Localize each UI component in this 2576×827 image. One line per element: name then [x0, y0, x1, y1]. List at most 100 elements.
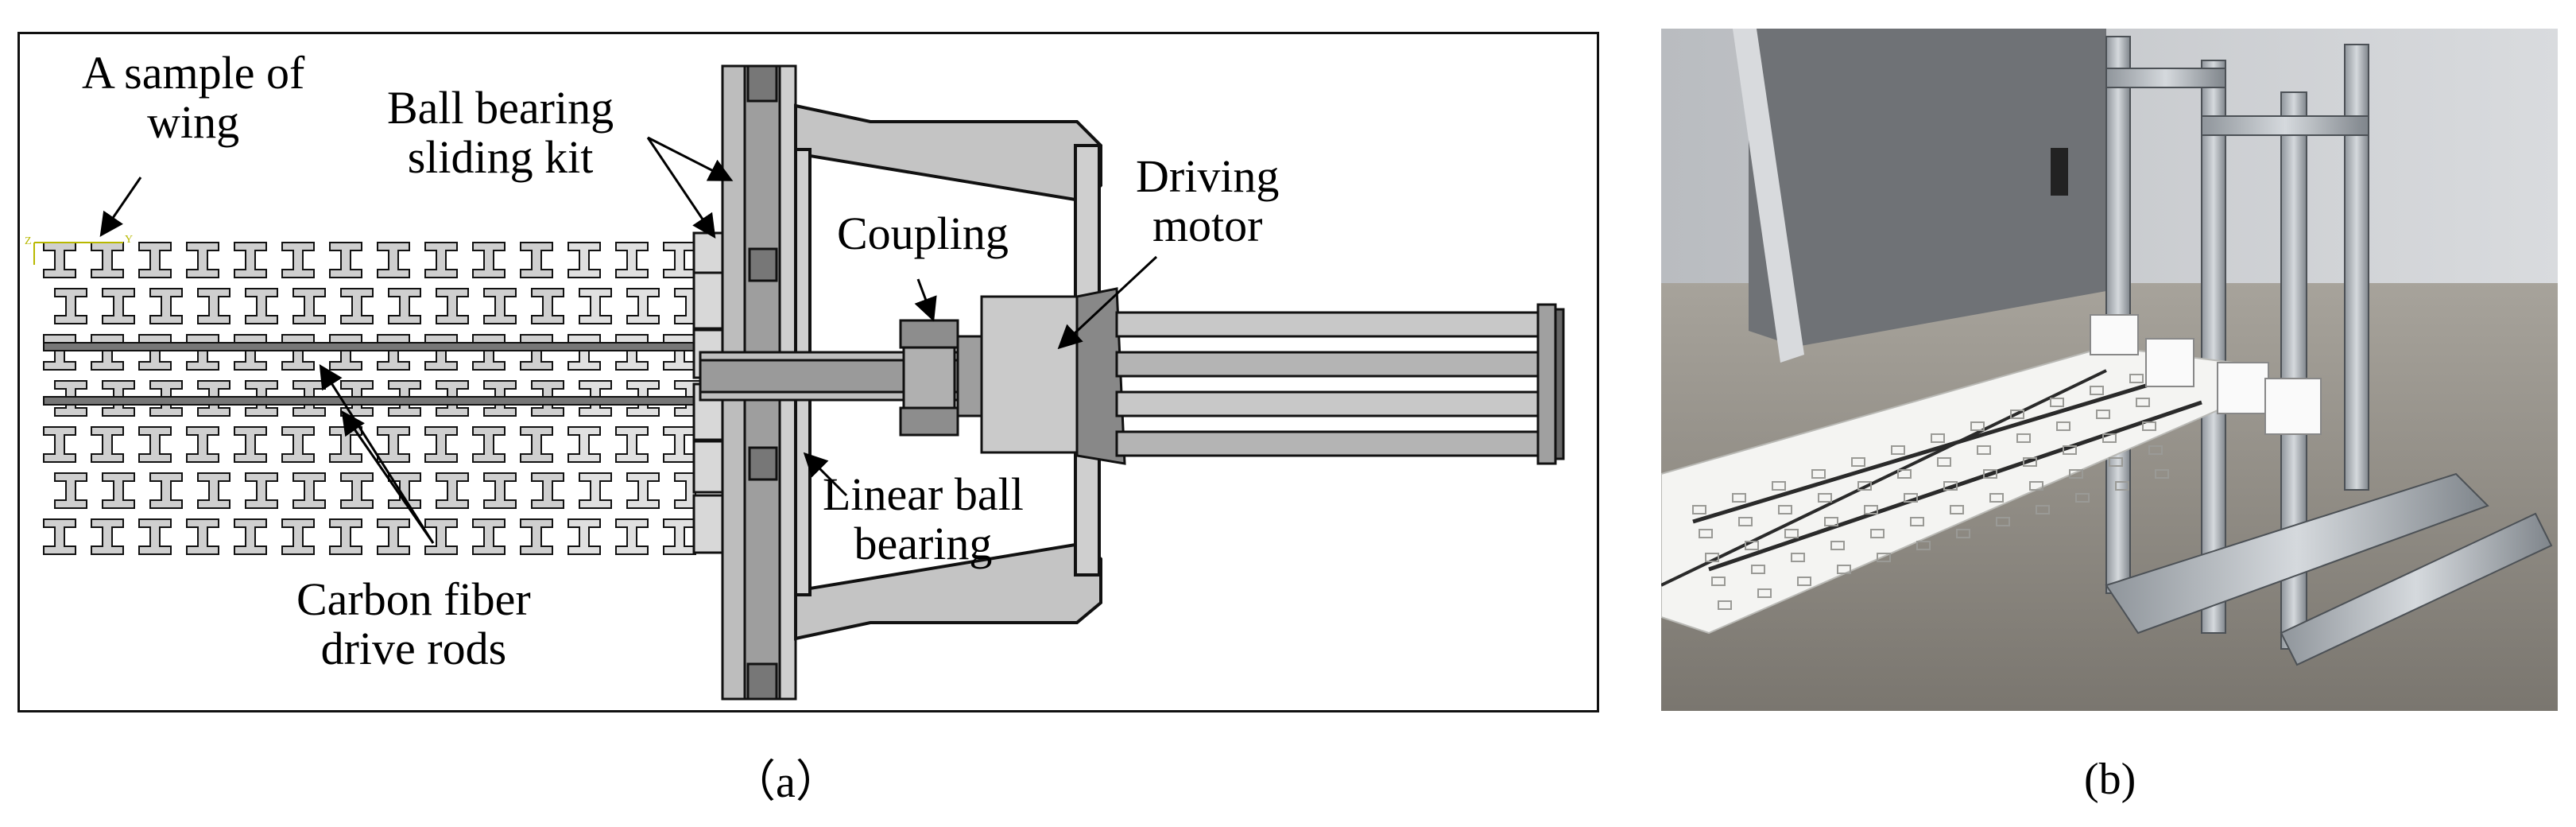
photo-wing-cell — [1837, 565, 1851, 574]
photo-wing-cell — [1891, 445, 1905, 455]
coupling — [899, 319, 959, 437]
aluminum-frame — [2105, 36, 2553, 666]
axis-z-label: Z — [25, 235, 32, 247]
wing-cell — [186, 426, 219, 463]
wing-cell — [424, 334, 458, 371]
photo-wing-cell — [1904, 493, 1918, 503]
photo-wing-cell — [2109, 457, 2123, 467]
wing-cell — [472, 426, 506, 463]
bearing-blocks — [2090, 314, 2322, 435]
wing-cell — [281, 334, 315, 371]
photo-wing-cell — [1970, 421, 1985, 431]
wing-cell — [472, 518, 506, 555]
wing-cell — [149, 288, 183, 324]
wing-cell — [245, 472, 278, 509]
photo-wing-cell — [1692, 505, 1706, 514]
wing-cell — [377, 334, 410, 371]
wing-cell — [54, 288, 87, 324]
photo-wing-cell — [1864, 505, 1878, 514]
photo-panel — [1661, 29, 2558, 711]
wing-cell — [663, 518, 696, 555]
label-sample-wing-line1: A sample of — [82, 47, 305, 99]
wing-cell — [186, 518, 219, 555]
wing-cell — [138, 334, 172, 371]
driving-motor — [956, 287, 1126, 465]
caption-a: （a） — [731, 758, 840, 807]
photo-wing-cell — [1824, 517, 1838, 526]
wing-cell — [197, 288, 230, 324]
wing-cell — [567, 426, 601, 463]
wing-cell — [520, 518, 553, 555]
photo-wing-cell — [1943, 481, 1958, 491]
wing-cell — [663, 334, 696, 371]
photo-wing-cell — [2016, 433, 2031, 443]
photo-wing-cell — [1857, 481, 1872, 491]
wing-cell — [567, 242, 601, 278]
wing-cell — [615, 426, 649, 463]
photo-wing-cell — [1745, 541, 1759, 550]
wing-cell — [424, 426, 458, 463]
photo-wing-cell — [1916, 541, 1931, 550]
cad-drawing: Z Y — [25, 64, 1565, 701]
label-coupling: Coupling — [837, 209, 1009, 258]
photo-wing-cell — [1791, 553, 1805, 562]
photo-wing-cell — [1751, 565, 1765, 574]
wing-cell — [626, 288, 660, 324]
extension-rails — [1115, 303, 1565, 465]
photo-wing-cell — [1757, 588, 1772, 598]
photo-wing-cell — [1797, 577, 1811, 586]
photo-wing-cell — [1784, 529, 1799, 538]
label-driving-motor-line2: motor — [1152, 200, 1263, 251]
wing-cell — [483, 288, 517, 324]
wing-cell — [281, 518, 315, 555]
wing-cell — [615, 334, 649, 371]
photo-wing-cell — [2155, 469, 2169, 479]
wing-cell — [329, 518, 362, 555]
wing-cell — [567, 334, 601, 371]
label-carbon-rods-line2: drive rods — [320, 623, 507, 674]
wing-cell — [663, 426, 696, 463]
wing-cell — [531, 288, 564, 324]
photo-wing-cell — [1877, 553, 1891, 562]
photo-wing-cell — [1950, 505, 1964, 514]
wing-cell — [424, 242, 458, 278]
wing-cell — [138, 426, 172, 463]
photo-wing-cell — [1778, 505, 1792, 514]
axis-triad: Z Y — [25, 234, 133, 265]
photo-wing-cell — [1937, 457, 1951, 467]
trapezoid-frame — [794, 103, 1102, 641]
photo-wing-cell — [1811, 469, 1826, 479]
wing-cell — [579, 288, 612, 324]
photo-wing-cell — [2050, 398, 2064, 407]
photo-wing-cell — [2010, 410, 2024, 419]
wing-cell — [424, 518, 458, 555]
wing-cell — [436, 472, 469, 509]
label-coupling-text: Coupling — [837, 208, 1009, 259]
wing-cell — [234, 518, 267, 555]
photo-wing-cell — [1851, 457, 1865, 467]
wing-cell — [234, 242, 267, 278]
photo-wing-cell — [1705, 553, 1719, 562]
wing-cell — [472, 334, 506, 371]
photo-wing-cell — [1699, 529, 1713, 538]
photo-wing-cell — [1772, 481, 1786, 491]
photo-wing-cell — [2142, 421, 2156, 431]
wing-cell — [186, 242, 219, 278]
wing-cell — [615, 242, 649, 278]
wing-cell — [483, 472, 517, 509]
photo-wing-cell — [1718, 600, 1732, 610]
wing-cell — [91, 426, 124, 463]
photo-wing-cell — [1996, 517, 2010, 526]
label-ball-bearing-kit: Ball bearing sliding kit — [387, 83, 614, 182]
label-carbon-rods: Carbon fiber drive rods — [296, 575, 531, 674]
wing-cell — [520, 242, 553, 278]
wing-cell — [377, 242, 410, 278]
caption-b: (b) — [2084, 755, 2136, 804]
label-linear-ball-bearing-line1: Linear ball — [823, 468, 1024, 520]
wing-cell — [615, 518, 649, 555]
label-ball-bearing-kit-line2: sliding kit — [407, 131, 594, 183]
photo-wing-cell — [1738, 517, 1753, 526]
label-driving-motor: Driving motor — [1136, 152, 1279, 250]
wing-cell — [377, 518, 410, 555]
wing-cell — [329, 242, 362, 278]
